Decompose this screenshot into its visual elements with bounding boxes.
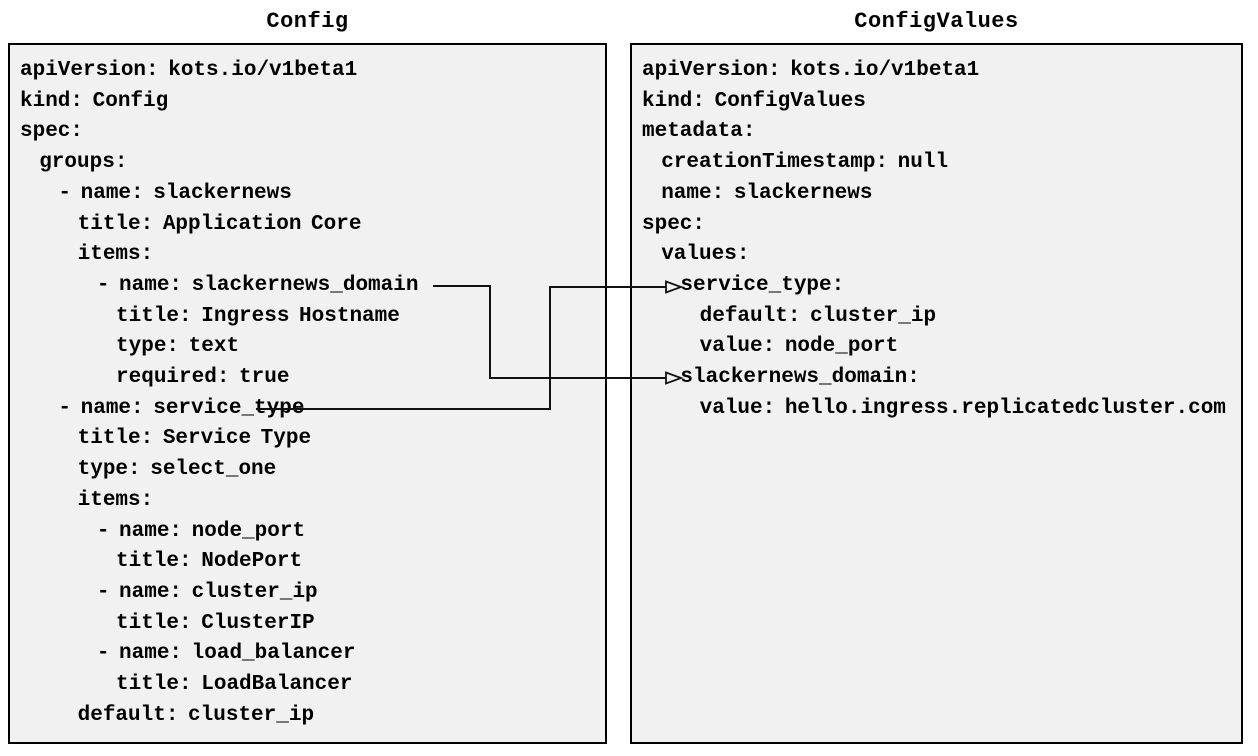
config-yaml-code: apiVersion: kots.io/v1beta1 kind: Config… (20, 59, 419, 727)
config-panel-title: Config (266, 9, 349, 34)
configvalues-panel: apiVersion: kots.io/v1beta1 kind: Config… (630, 43, 1243, 744)
configvalues-yaml-code: apiVersion: kots.io/v1beta1 kind: Config… (642, 59, 1226, 420)
configvalues-panel-title: ConfigValues (854, 9, 1019, 34)
config-panel: apiVersion: kots.io/v1beta1 kind: Config… (8, 43, 607, 744)
